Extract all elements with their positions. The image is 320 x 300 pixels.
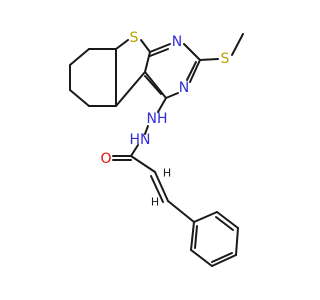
bond [69,89,90,107]
bond [190,221,195,251]
bond [194,225,198,249]
bond [215,216,234,231]
bond [140,39,151,53]
bond [231,33,244,56]
molecule-structure: S N N S NH HN O H H [69,30,244,267]
bond [190,249,213,267]
vinyl-hydrogen-lower-label: H [151,196,159,209]
methylthio-sulfur-label: S [221,51,230,67]
vinyl-hydrogen-upper-label: H [163,167,171,180]
bond [149,43,171,53]
bond [144,71,167,99]
bond [211,254,237,267]
bonds [69,33,244,267]
hydrazine-nitrogen-upper-label: NH [147,111,168,127]
bond [186,61,197,81]
bond [130,144,139,157]
bond [154,171,169,202]
molecule-canvas: S N N S NH HN O H H [69,30,244,267]
bond [69,48,90,66]
bond [183,43,201,61]
bond [199,58,219,61]
bond [235,227,239,256]
bond [144,125,149,135]
bond [150,175,164,203]
bond [115,39,129,50]
bond [189,59,201,83]
bond [157,97,167,113]
bond [193,211,218,223]
bond [149,48,169,57]
bond [216,211,239,229]
pyrimidine-nitrogen-bottom-label: N [179,80,189,96]
bond [211,252,233,263]
carbonyl-oxygen-label: O [100,151,111,167]
bond [167,200,195,223]
bond [144,51,151,73]
atom-labels: S N N S NH HN O H H [100,30,229,209]
bond [130,155,156,173]
bond [165,92,179,99]
pyrimidine-nitrogen-top-label: N [172,34,182,50]
thiophene-sulfur-label: S [130,30,139,46]
bond [144,75,162,95]
bond [115,71,146,107]
hydrazine-nitrogen-lower-label: HN [130,132,151,148]
